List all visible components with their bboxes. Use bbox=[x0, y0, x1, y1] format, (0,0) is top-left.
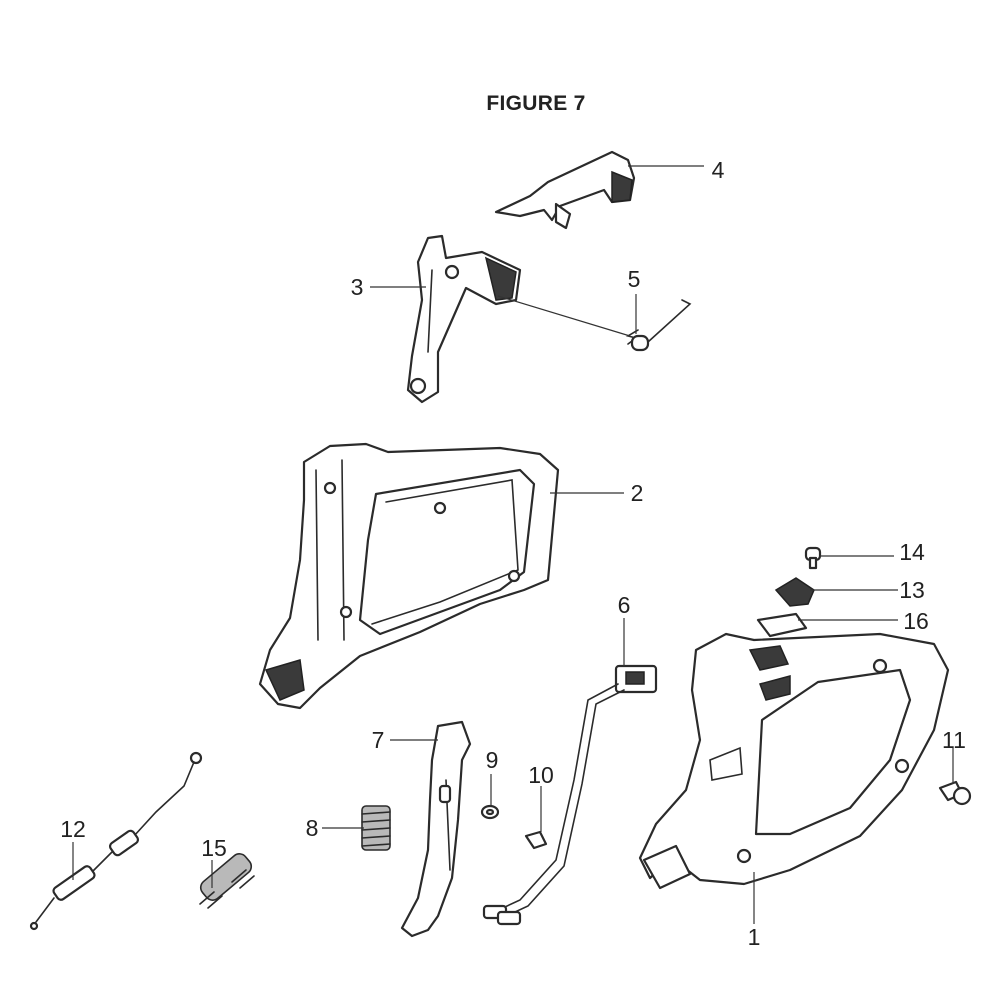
figure-title: FIGURE 7 bbox=[486, 92, 586, 115]
part-2-housing-half bbox=[258, 442, 560, 710]
leader-lines bbox=[72, 165, 954, 924]
part-1-handle-half bbox=[638, 632, 950, 890]
part-16-label bbox=[756, 612, 808, 638]
part-3-throttle-arm bbox=[406, 234, 522, 404]
part-6-switch-harness bbox=[482, 664, 658, 926]
callout-11: 11 bbox=[942, 727, 966, 753]
callout-8: 8 bbox=[306, 815, 319, 841]
part-4-lever bbox=[494, 150, 636, 230]
callout-1: 1 bbox=[748, 924, 761, 950]
callout-7: 7 bbox=[372, 727, 385, 753]
part-5-spring bbox=[625, 299, 692, 352]
callout-3: 3 bbox=[351, 274, 364, 300]
callout-10: 10 bbox=[528, 762, 554, 788]
callout-labels: 11 1 2 3 4 5 6 7 8 9 10 12 13 14 15 16 bbox=[60, 157, 966, 950]
part-8-spring bbox=[361, 805, 391, 851]
callout-5: 5 bbox=[628, 266, 641, 292]
part-7-trigger bbox=[400, 720, 472, 938]
part-9-washer bbox=[480, 804, 500, 820]
part-13-cap bbox=[774, 577, 815, 607]
part-10-screw bbox=[524, 830, 548, 850]
part-11-screw bbox=[938, 780, 972, 806]
callout-15: 15 bbox=[201, 835, 227, 861]
callout-4: 4 bbox=[712, 157, 725, 183]
callout-14: 14 bbox=[899, 539, 925, 565]
callout-12: 12 bbox=[60, 816, 86, 842]
part-14-screw bbox=[804, 546, 822, 570]
callout-9: 9 bbox=[486, 747, 499, 773]
part-12-cable bbox=[29, 751, 203, 931]
callout-6: 6 bbox=[618, 592, 631, 618]
part-15-springs bbox=[199, 853, 255, 909]
callout-13: 13 bbox=[899, 577, 925, 603]
callout-2: 2 bbox=[631, 480, 644, 506]
callout-16: 16 bbox=[903, 608, 929, 634]
